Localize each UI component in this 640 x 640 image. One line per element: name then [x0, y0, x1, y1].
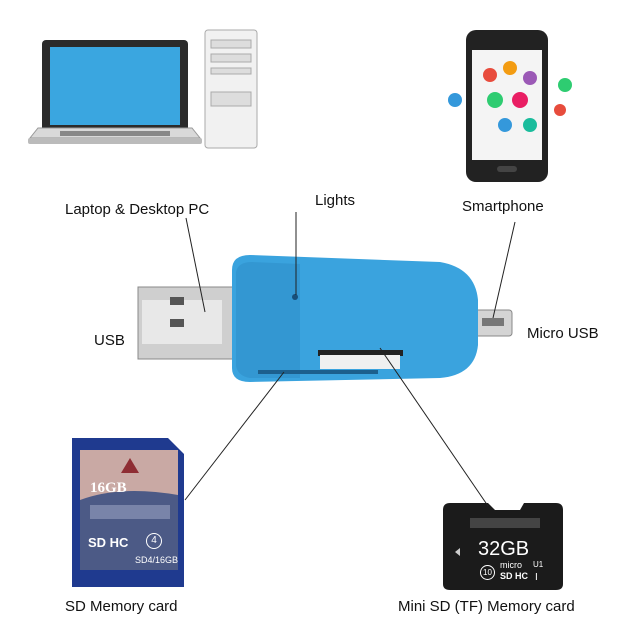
- card-reader-body: [232, 255, 478, 382]
- tf-logo-bottom: SD HC: [500, 571, 529, 581]
- tf-slot: [318, 350, 403, 356]
- leader-line-smartphone: [492, 221, 516, 319]
- tf-capacity: 32GB: [478, 538, 530, 560]
- label-lights: Lights: [315, 192, 356, 209]
- sd-card: [72, 438, 184, 587]
- sd-logo: SD HC: [88, 535, 129, 550]
- label-micro-usb: Micro USB: [527, 325, 599, 342]
- label-smartphone: Smartphone: [462, 198, 544, 215]
- tf-card: [443, 503, 563, 590]
- desktop-tower-icon: [204, 29, 258, 149]
- sd-capacity: 16GB: [90, 480, 127, 496]
- sd-model: SD4/16GB: [135, 555, 179, 565]
- tf-bus: I: [535, 572, 538, 583]
- smartphone-icon: [448, 30, 572, 182]
- leader-line-computers: [185, 217, 206, 313]
- tf-logo-top: micro: [500, 560, 522, 570]
- laptop-icon: [28, 40, 202, 144]
- sd-speed-class: 4: [146, 533, 162, 549]
- leader-line-sd: [184, 371, 285, 501]
- label-computers: Laptop & Desktop PC: [65, 201, 210, 218]
- tf-speed-class: 10: [480, 565, 495, 580]
- micro-usb-plug: [469, 309, 513, 337]
- usb-a-plug: [137, 286, 239, 360]
- label-sd-card: SD Memory card: [65, 598, 178, 615]
- label-tf-card: Mini SD (TF) Memory card: [398, 598, 575, 615]
- sd-slot: [258, 370, 378, 374]
- label-usb: USB: [94, 332, 125, 349]
- leader-line-tf: [379, 347, 489, 507]
- led-light-icon: [292, 294, 298, 300]
- tf-uhs: U1: [533, 560, 544, 569]
